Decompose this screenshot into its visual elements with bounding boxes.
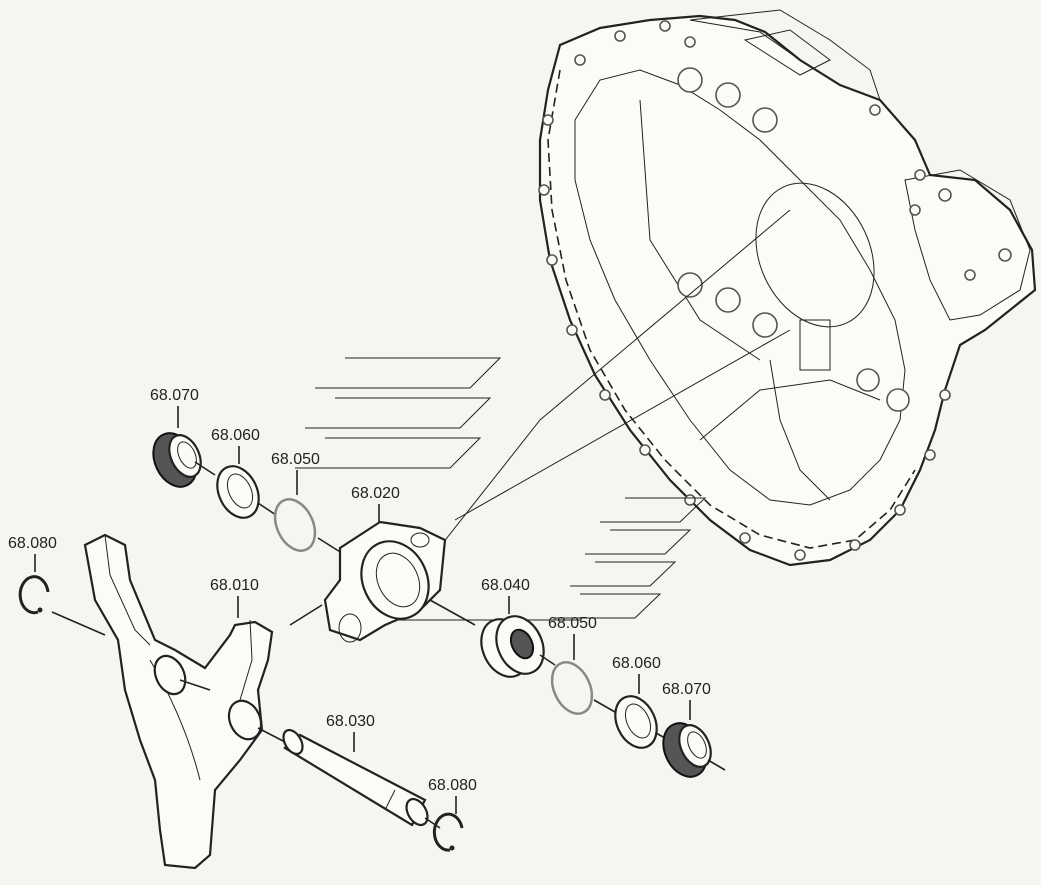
circlip-lower: [432, 812, 464, 852]
callout-label: 68.040: [481, 577, 530, 594]
callout-label: 68.070: [662, 681, 711, 698]
callout-68030: 68.030: [326, 713, 375, 752]
shaft-part: [282, 728, 429, 827]
snap-ring-lower: [550, 661, 594, 715]
callout-label: 68.020: [351, 485, 400, 502]
snap-ring-upper: [273, 498, 317, 552]
callout-68020: 68.020: [351, 485, 400, 522]
washer-upper: [216, 465, 260, 519]
washer-lower: [614, 695, 658, 749]
clutch-housing: [538, 9, 1037, 567]
callout-68070-upper: 68.070: [150, 387, 199, 428]
callout-label: 68.030: [326, 713, 375, 730]
callout-68060-upper: 68.060: [211, 427, 260, 464]
callout-label: 68.010: [210, 577, 259, 594]
callout-label: 68.050: [548, 615, 597, 632]
callout-label: 68.060: [211, 427, 260, 444]
placeholder-slats-upper: [295, 357, 502, 469]
callout-68080-lower: 68.080: [428, 777, 477, 814]
circlip-left: [18, 575, 50, 615]
callout-label: 68.080: [8, 535, 57, 552]
bracket-part: [323, 520, 447, 643]
callout-68040: 68.040: [481, 577, 530, 614]
callout-label: 68.080: [428, 777, 477, 794]
callout-68010: 68.010: [210, 577, 259, 618]
placeholder-slats-lower: [555, 497, 707, 619]
callout-68050-upper: 68.050: [271, 451, 320, 495]
callout-label: 68.050: [271, 451, 320, 468]
seal-upper: [152, 432, 202, 488]
callout-68080-left: 68.080: [8, 535, 57, 572]
shift-fork-part: [83, 533, 274, 870]
callout-68050-lower: 68.050: [548, 615, 597, 660]
bearing-part: [480, 615, 545, 678]
callout-68060-lower: 68.060: [612, 655, 661, 694]
callout-label: 68.060: [612, 655, 661, 672]
callout-68070-lower: 68.070: [662, 681, 711, 720]
seal-lower: [662, 722, 712, 778]
callout-label: 68.070: [150, 387, 199, 404]
